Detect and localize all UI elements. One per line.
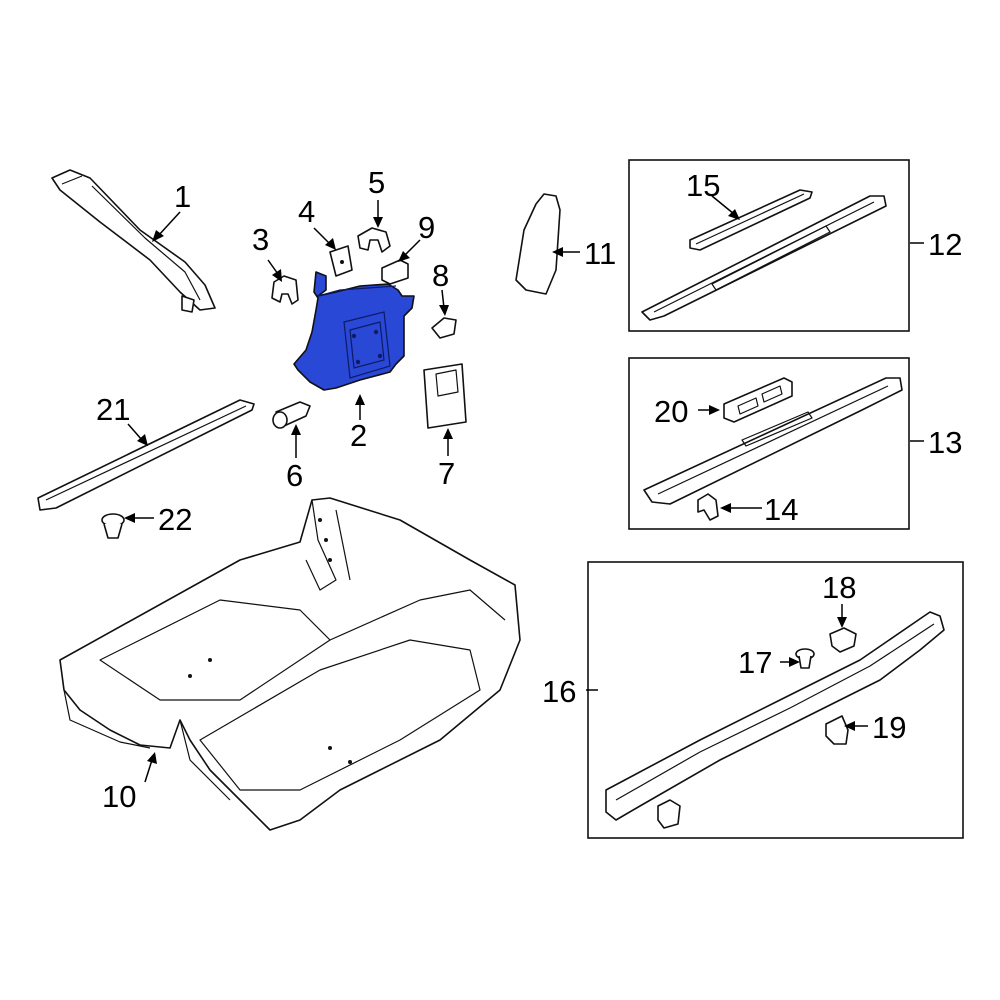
- part-15-scuff-insert[interactable]: [689, 189, 813, 251]
- callout-19[interactable]: 19: [872, 710, 906, 745]
- callout-17[interactable]: 17: [738, 645, 772, 680]
- callout-22[interactable]: 22: [158, 502, 192, 537]
- part-22-push-nut[interactable]: [101, 513, 125, 539]
- group-box-16: [587, 561, 964, 839]
- callout-18[interactable]: 18: [822, 570, 856, 605]
- part-8-clip[interactable]: [431, 317, 457, 339]
- callout-2[interactable]: 2: [350, 418, 367, 453]
- callout-5[interactable]: 5: [368, 165, 385, 200]
- part-21-sill-molding[interactable]: [37, 399, 255, 511]
- part-17-push-pin[interactable]: [795, 648, 815, 669]
- part-6-pin[interactable]: [272, 401, 311, 429]
- callout-21[interactable]: 21: [96, 392, 130, 427]
- callout-12[interactable]: 12: [928, 227, 962, 262]
- part-14-clip[interactable]: [697, 493, 719, 521]
- part-3-clip[interactable]: [271, 275, 299, 305]
- part-12-sill-plate[interactable]: [641, 195, 887, 321]
- callout-13[interactable]: 13: [928, 425, 962, 460]
- part-20-switch[interactable]: [723, 377, 793, 423]
- callout-1[interactable]: 1: [174, 179, 191, 214]
- callout-16[interactable]: 16: [542, 674, 576, 709]
- part-11-pillar-trim[interactable]: [515, 193, 561, 295]
- group-box-13: [628, 357, 910, 530]
- callout-20[interactable]: 20: [654, 394, 688, 429]
- callout-9[interactable]: 9: [418, 210, 435, 245]
- part-16-rail[interactable]: [605, 611, 945, 821]
- part-5-clip[interactable]: [357, 227, 391, 253]
- part-4-nut[interactable]: [329, 245, 353, 277]
- callout-10[interactable]: 10: [102, 779, 136, 814]
- part-7-cover-panel[interactable]: [423, 363, 467, 429]
- callout-6[interactable]: 6: [286, 458, 303, 493]
- callout-11[interactable]: 11: [584, 236, 616, 271]
- part-10-carpet[interactable]: [59, 497, 521, 831]
- callouts: 1 2 3 4 5 6 7 8 9 10 11 12 13 14 15 16 1…: [96, 165, 962, 814]
- part-1-pillar-trim[interactable]: [51, 169, 216, 313]
- callout-3[interactable]: 3: [252, 222, 269, 257]
- part-9-block[interactable]: [381, 259, 409, 285]
- callout-7[interactable]: 7: [438, 456, 455, 491]
- callout-15[interactable]: 15: [686, 168, 720, 203]
- rail-clip[interactable]: [657, 799, 681, 829]
- leader-lines: [124, 195, 924, 783]
- part-19-clip[interactable]: [825, 715, 849, 745]
- part-13-sill-plate[interactable]: [643, 377, 903, 505]
- group-box-12: [628, 159, 910, 332]
- callout-4[interactable]: 4: [298, 194, 315, 229]
- part-18-clip[interactable]: [829, 627, 857, 653]
- callout-8[interactable]: 8: [432, 258, 449, 293]
- part-2-kick-panel[interactable]: [293, 271, 415, 391]
- callout-14[interactable]: 14: [764, 492, 798, 527]
